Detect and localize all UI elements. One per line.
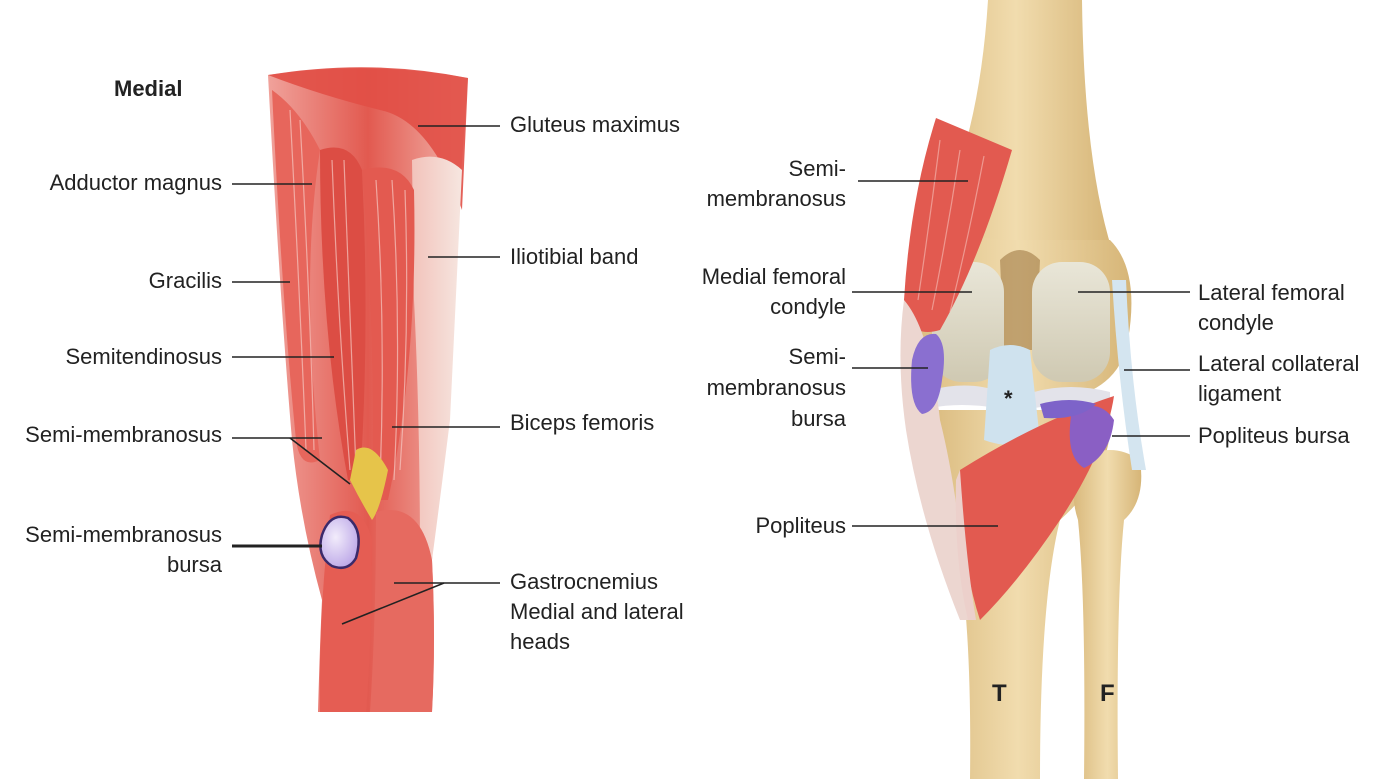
label-semimem-bursa-3: bursa	[790, 406, 846, 431]
medial-heading: Medial	[114, 76, 183, 101]
label-medial-condyle-2: condyle	[770, 294, 846, 319]
label-gastrocnemius-3: heads	[510, 629, 570, 654]
label-semimembranosus-r2: membranosus	[706, 186, 846, 211]
label-semimem-bursa-1: Semi-	[788, 344, 846, 369]
popliteal-fat	[350, 447, 388, 520]
label-gluteus-maximus: Gluteus maximus	[510, 112, 680, 137]
tibia-label: T	[992, 680, 1007, 707]
label-semimembranosus-bursa-2: bursa	[166, 552, 222, 577]
label-biceps-femoris: Biceps femoris	[510, 410, 655, 435]
semitendinosus-shape	[320, 147, 366, 480]
popliteus-tendon-lower	[955, 470, 976, 620]
label-semimembranosus-bursa-1: Semi-membranosus	[25, 522, 222, 547]
adductor-magnus-shape	[272, 90, 320, 463]
label-semimem-bursa-2: membranosus	[706, 375, 846, 400]
medial-meniscus	[930, 385, 1000, 408]
right-knee-illustration	[900, 0, 1146, 779]
label-lateral-collateral-2: ligament	[1198, 381, 1282, 406]
label-medial-condyle-1: Medial femoral	[701, 264, 846, 289]
left-thigh-illustration	[268, 67, 468, 712]
label-lateral-collateral-1: Lateral collateral	[1198, 351, 1360, 376]
cruciate-ligament	[984, 345, 1040, 445]
lateral-collateral-ligament-shape	[1112, 280, 1146, 470]
popliteus-bursa-upper	[1040, 400, 1096, 419]
right-leader-lines	[852, 180, 1190, 527]
label-semimembranosus-r1: Semi-	[788, 156, 846, 181]
muscle-fibers	[289, 109, 408, 481]
semimembranosus-bursa-shape	[319, 515, 360, 569]
label-iliotibial-band: Iliotibial band	[510, 244, 639, 269]
label-gastrocnemius-2: Medial and lateral	[510, 599, 684, 624]
label-adductor-magnus: Adductor magnus	[49, 170, 222, 195]
asterisk-marker: *	[1004, 386, 1013, 411]
fibula-label: F	[1100, 680, 1115, 707]
label-semimembranosus: Semi-membranosus	[25, 422, 222, 447]
label-gastrocnemius-1: Gastrocnemius	[510, 569, 658, 594]
left-leader-lines	[232, 125, 500, 625]
label-popliteus: Popliteus	[755, 513, 846, 538]
lateral-femoral-condyle-shape	[1032, 262, 1110, 382]
fibula	[1073, 450, 1142, 779]
intercondylar-notch	[1000, 250, 1040, 350]
biceps-femoris-shape	[362, 167, 415, 500]
label-gracilis: Gracilis	[148, 268, 222, 293]
label-lateral-condyle-1: Lateral femoral	[1198, 280, 1345, 305]
gluteus-maximus-shape	[268, 67, 468, 211]
label-semitendinosus: Semitendinosus	[65, 344, 222, 369]
popliteus-bursa-shape	[1069, 405, 1114, 468]
label-lateral-condyle-2: condyle	[1198, 310, 1274, 335]
semimembranosus-bursa-shape-right	[911, 333, 944, 414]
gastrocnemius-lateral-head	[370, 510, 434, 712]
label-popliteus-bursa: Popliteus bursa	[1198, 423, 1350, 448]
semimembranosus-muscle-shape	[904, 118, 1012, 332]
